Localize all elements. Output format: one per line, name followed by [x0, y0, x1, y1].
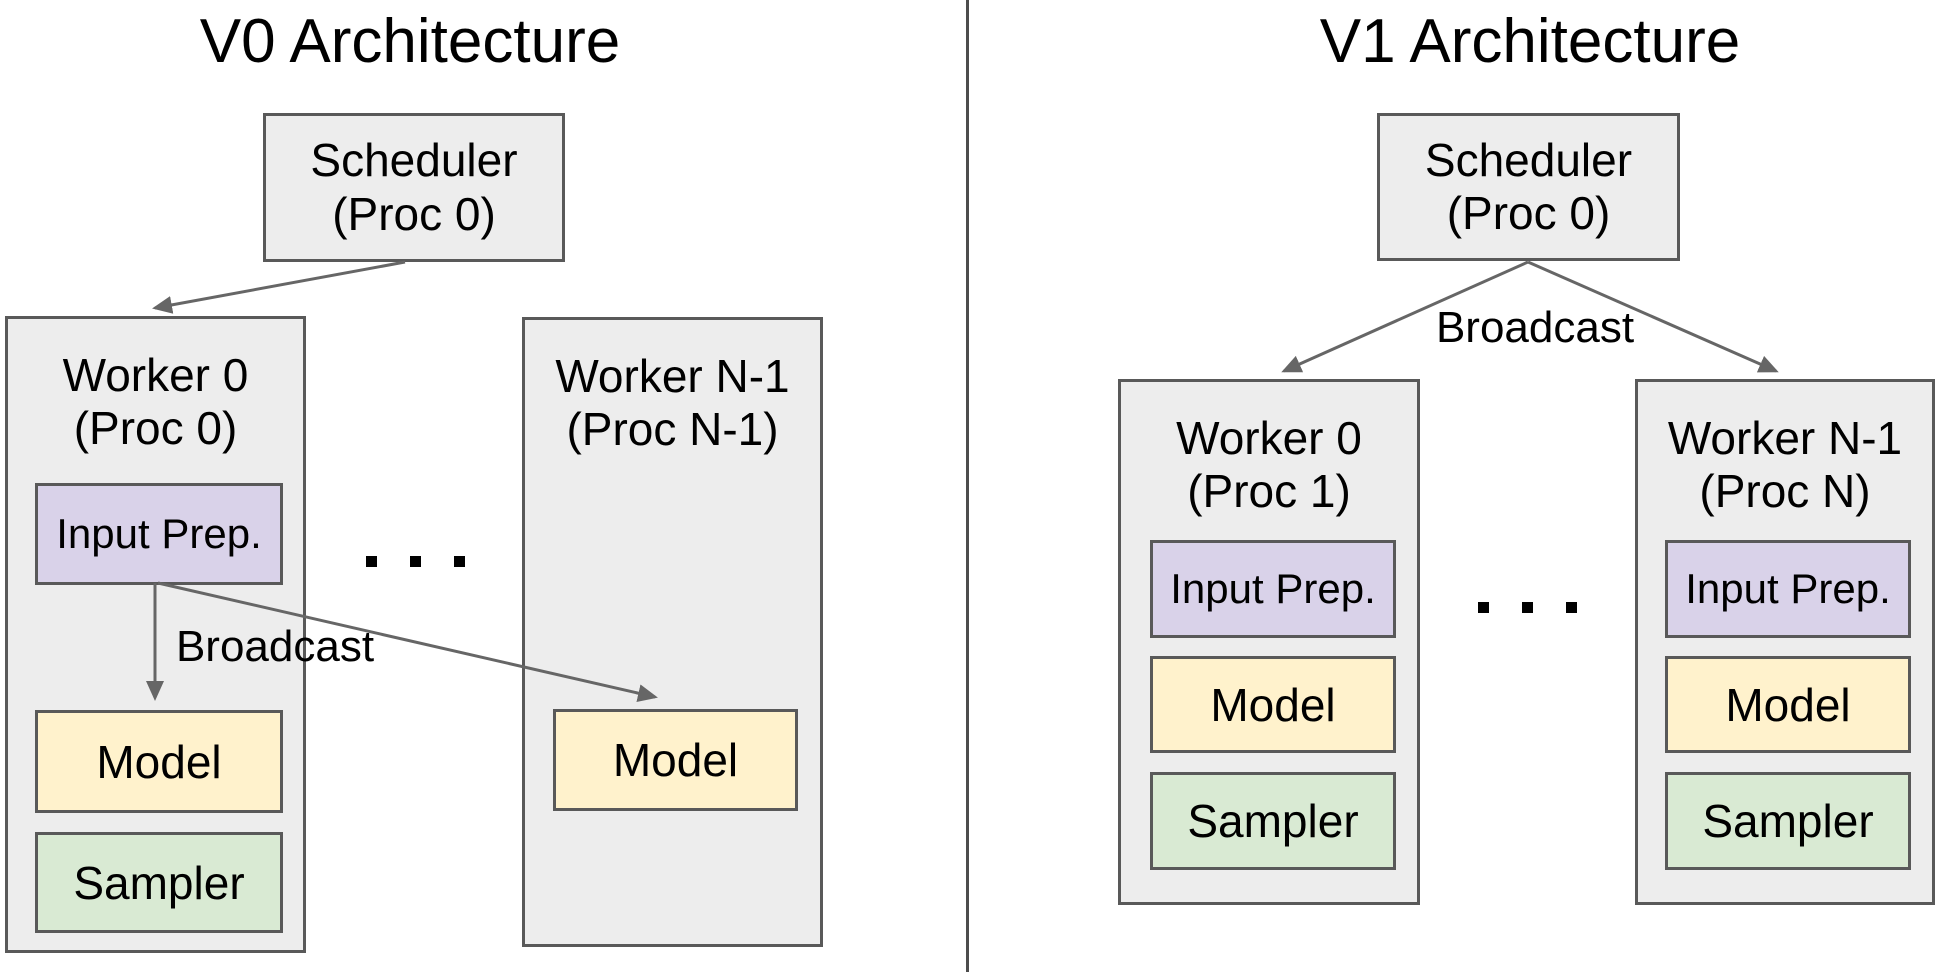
v1-worker-n1-proc: (Proc N) — [1699, 465, 1871, 518]
v0-worker-n1-label: Worker N-1 (Proc N-1) — [525, 320, 820, 457]
ellipsis-dot — [1522, 602, 1533, 613]
v1-worker-0-input-prep-box: Input Prep. — [1150, 540, 1396, 638]
v1-worker-0-proc: (Proc 1) — [1187, 465, 1351, 518]
v1-worker-n1-label: Worker N-1 (Proc N) — [1638, 382, 1932, 519]
v0-worker-0-input-prep-box: Input Prep. — [35, 483, 283, 585]
v0-worker-n1-model-label: Model — [612, 734, 739, 786]
ellipsis-dot — [454, 556, 465, 567]
v0-worker-0-model-label: Model — [96, 735, 222, 788]
v1-worker-0-sampler-box: Sampler — [1150, 772, 1396, 870]
v0-ellipsis-icon — [366, 556, 465, 567]
v0-arrow-scheduler-to-worker0 — [152, 260, 406, 314]
v1-worker-0-model-label: Model — [1210, 678, 1336, 731]
v1-scheduler-proc: (Proc 0) — [1446, 187, 1611, 239]
ellipsis-dot — [1566, 602, 1577, 613]
v1-worker-n1-model-label: Model — [1725, 678, 1851, 731]
v1-worker-n1-sampler-label: Sampler — [1702, 795, 1874, 847]
v0-worker-0-model-box: Model — [35, 710, 283, 813]
v0-worker-n1-name: Worker N-1 — [555, 350, 790, 402]
v1-worker-n1-input-prep-label: Input Prep. — [1685, 565, 1891, 612]
v1-panel-title: V1 Architecture — [1319, 7, 1741, 76]
v1-worker-0-input-prep-label: Input Prep. — [1170, 565, 1376, 612]
v1-worker-0-model-box: Model — [1150, 656, 1396, 753]
v1-scheduler-box: Scheduler (Proc 0) — [1377, 113, 1680, 261]
ellipsis-dot — [410, 556, 421, 567]
v0-worker-0-name: Worker 0 — [62, 349, 249, 401]
v0-scheduler-name: Scheduler — [310, 134, 518, 187]
v1-ellipsis-icon — [1478, 602, 1577, 613]
v0-worker-n1-proc: (Proc N-1) — [566, 403, 779, 456]
v1-worker-n1-name: Worker N-1 — [1667, 412, 1903, 464]
v1-worker-n1-input-prep-box: Input Prep. — [1665, 540, 1911, 638]
v1-scheduler-name: Scheduler — [1424, 133, 1633, 186]
v0-worker-0-label: Worker 0 (Proc 0) — [8, 319, 303, 456]
v1-worker-n1-model-box: Model — [1665, 656, 1911, 753]
v0-worker-n1-model-box: Model — [553, 709, 798, 811]
v0-worker-0-sampler-label: Sampler — [73, 856, 245, 909]
v1-worker-0-box: Worker 0 (Proc 1) Input Prep. Model Samp… — [1118, 379, 1420, 905]
v0-panel-title: V0 Architecture — [199, 7, 621, 76]
panel-divider — [966, 0, 969, 972]
v1-broadcast-label: Broadcast — [1435, 303, 1635, 352]
v0-worker-0-proc: (Proc 0) — [73, 402, 238, 455]
v0-broadcast-label: Broadcast — [175, 622, 375, 671]
v1-worker-n1-box: Worker N-1 (Proc N) Input Prep. Model Sa… — [1635, 379, 1935, 905]
v1-worker-n1-sampler-label-box: Sampler — [1665, 772, 1911, 870]
ellipsis-dot — [366, 556, 377, 567]
v1-worker-0-sampler-label: Sampler — [1187, 795, 1359, 847]
v0-worker-n1-box: Worker N-1 (Proc N-1) Model — [522, 317, 823, 947]
ellipsis-dot — [1478, 602, 1489, 613]
v0-worker-0-input-prep-label: Input Prep. — [56, 510, 262, 557]
v0-scheduler-box: Scheduler (Proc 0) — [263, 113, 565, 262]
v1-worker-0-name: Worker 0 — [1176, 412, 1362, 464]
v0-worker-0-sampler-box: Sampler — [35, 832, 283, 933]
v0-scheduler-proc: (Proc 0) — [332, 187, 496, 240]
v1-worker-0-label: Worker 0 (Proc 1) — [1121, 382, 1417, 519]
